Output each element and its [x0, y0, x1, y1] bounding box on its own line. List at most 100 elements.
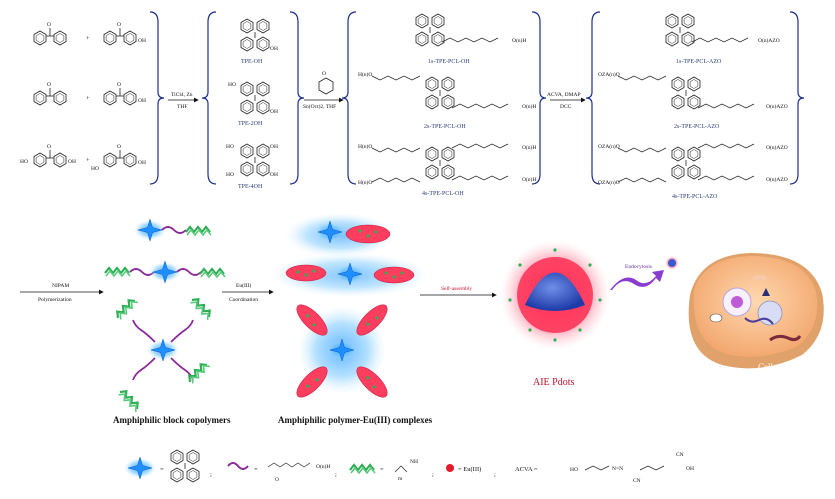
svg-text:H(n)O: H(n)O — [358, 71, 372, 78]
svg-text:O: O — [47, 144, 51, 150]
svg-text:O(n)H: O(n)H — [522, 144, 536, 151]
svg-text:OZA(n)O: OZA(n)O — [598, 179, 620, 186]
svg-text:;: ; — [432, 471, 434, 478]
brace-3 — [289, 11, 305, 185]
svg-text:+: + — [86, 157, 90, 164]
svg-text:2s-TPE-PCL-OH: 2s-TPE-PCL-OH — [424, 124, 466, 130]
svg-text:HO: HO — [228, 82, 236, 88]
arrow-endocytosis — [610, 270, 664, 290]
svg-text:m: m — [398, 476, 403, 482]
svg-text:ACVA =: ACVA = — [515, 466, 538, 473]
svg-text:CN: CN — [676, 452, 684, 458]
legend-acva: ACVA = HO N=N CN CN OH — [515, 452, 694, 484]
svg-text:Polymerization: Polymerization — [38, 297, 72, 303]
brace-1 — [149, 11, 165, 185]
svg-text:Sn(Oct)2, THF: Sn(Oct)2, THF — [303, 103, 336, 110]
eu-complex-1s — [285, 213, 395, 257]
svg-text:4s-TPE-PCL-OH: 4s-TPE-PCL-OH — [422, 191, 464, 197]
tpe-2oh-structure: HO OH TPE-2OH — [228, 82, 278, 127]
svg-text:OZA(n)O: OZA(n)O — [598, 71, 620, 78]
svg-text:HO: HO — [226, 172, 234, 178]
benzophenone-row-2: O + O OH — [33, 82, 146, 106]
caption-copolymers: Amphiphilic block copolymers — [113, 415, 231, 425]
svg-text:THF: THF — [177, 104, 187, 110]
svg-text:O(n)H: O(n)H — [522, 176, 536, 183]
caption-complexes: Amphiphilic polymer-Eu(III) complexes — [278, 415, 433, 425]
svg-text:+: + — [86, 35, 90, 42]
svg-text:=: = — [160, 466, 164, 473]
cell-illustration — [688, 253, 824, 369]
svg-text:O: O — [47, 82, 51, 88]
label-cell: Cell — [758, 362, 773, 372]
svg-text:ACVA, DMAP: ACVA, DMAP — [547, 92, 581, 98]
svg-text:H(n)O: H(n)O — [358, 143, 372, 150]
svg-text:N=N: N=N — [612, 466, 623, 472]
legend-pcl: = O O(n)H ; — [227, 462, 337, 483]
svg-text:TPE-OH: TPE-OH — [241, 59, 263, 65]
svg-text:O: O — [117, 144, 121, 150]
svg-text:O(n)AZO: O(n)AZO — [766, 103, 788, 110]
copolymer-4s-cartoon — [113, 295, 215, 413]
svg-text:HO: HO — [226, 144, 234, 150]
benzophenone-row-1: O + O OH — [33, 22, 146, 46]
tpe-pcl-oh-4s: H(n)O O(n)H H(n)O O(n)H 4s-TPE-PCL-OH — [358, 143, 536, 197]
brace-6 — [585, 11, 601, 185]
svg-text:HO: HO — [91, 166, 99, 172]
tpe-pcl-azo-4s: OZA(n)O O(n)AZO OZA(n)O O(n)AZO 4s-TPE-P… — [598, 143, 788, 200]
svg-text:O: O — [275, 477, 279, 483]
caprolactone-structure: O — [318, 71, 334, 95]
brace-5 — [531, 11, 547, 185]
copolymer-2s-cartoon — [103, 260, 227, 284]
svg-text:OH: OH — [270, 109, 278, 115]
tpe-pcl-oh-1s: O(n)H 1s-TPE-PCL-OH — [416, 14, 526, 65]
brace-4 — [341, 11, 357, 185]
svg-text:O: O — [47, 22, 51, 28]
eu-complex-4s — [296, 304, 388, 398]
eu-complex-2s — [272, 253, 428, 297]
tpe-4oh-structure: HO OH HO OH TPE-4OH — [226, 144, 278, 190]
svg-text:Endocytosis: Endocytosis — [625, 264, 652, 270]
svg-text:TPE-2OH: TPE-2OH — [238, 121, 263, 127]
svg-text:DCC: DCC — [560, 104, 572, 110]
svg-text:Eu(III): Eu(III) — [236, 282, 251, 289]
svg-text:= Eu(III): = Eu(III) — [458, 466, 481, 473]
tpe-pcl-azo-2s: OZA(n)O O(n)AZO 2s-TPE-PCL-AZO — [598, 71, 788, 130]
svg-text:Self-assembly: Self-assembly — [441, 285, 472, 292]
label-aie-pdots: AIE Pdots — [533, 377, 575, 388]
svg-text:HO: HO — [20, 159, 28, 165]
svg-text:OH: OH — [138, 38, 146, 44]
svg-text:4s-TPE-PCL-AZO: 4s-TPE-PCL-AZO — [672, 194, 718, 200]
svg-text:O(n)AZO: O(n)AZO — [758, 37, 780, 44]
svg-text:H(n)O: H(n)O — [358, 179, 372, 186]
legend-tpe: = ; — [123, 450, 212, 482]
svg-text:O(n)H: O(n)H — [316, 463, 330, 470]
svg-text:OH: OH — [686, 466, 694, 472]
svg-text:1s-TPE-PCL-OH: 1s-TPE-PCL-OH — [428, 59, 470, 65]
svg-text:OZA(n)O: OZA(n)O — [598, 143, 620, 150]
svg-text:O: O — [117, 22, 121, 28]
brace-2 — [201, 11, 217, 185]
copolymer-1s-cartoon — [133, 218, 213, 242]
svg-text:+: + — [86, 95, 90, 102]
svg-text:O(n)H: O(n)H — [512, 37, 526, 44]
svg-text:OH: OH — [270, 144, 278, 150]
svg-text:TPE-4OH: TPE-4OH — [238, 184, 263, 190]
svg-text:OH: OH — [270, 46, 278, 52]
svg-text:O: O — [117, 82, 121, 88]
svg-text:OH: OH — [270, 172, 278, 178]
svg-text:CN: CN — [633, 478, 641, 484]
svg-text:TiCl4, Zn: TiCl4, Zn — [171, 92, 193, 98]
tpe-pcl-oh-2s: H(n)O O(n)H 2s-TPE-PCL-OH — [358, 71, 536, 130]
tpe-oh-structure: OH TPE-OH — [241, 19, 278, 65]
svg-text:OH: OH — [138, 98, 146, 104]
legend-pnipam: = NH m ; — [348, 459, 434, 482]
benzophenone-row-3: HO O OH + HO O OH — [20, 144, 146, 172]
svg-text:;: ; — [210, 471, 212, 478]
svg-text:;: ; — [494, 471, 496, 478]
svg-text:OH: OH — [138, 160, 146, 166]
svg-text:;: ; — [335, 471, 337, 478]
brace-7 — [789, 11, 805, 185]
svg-text:OH: OH — [68, 159, 76, 165]
svg-text:NH: NH — [410, 459, 418, 465]
